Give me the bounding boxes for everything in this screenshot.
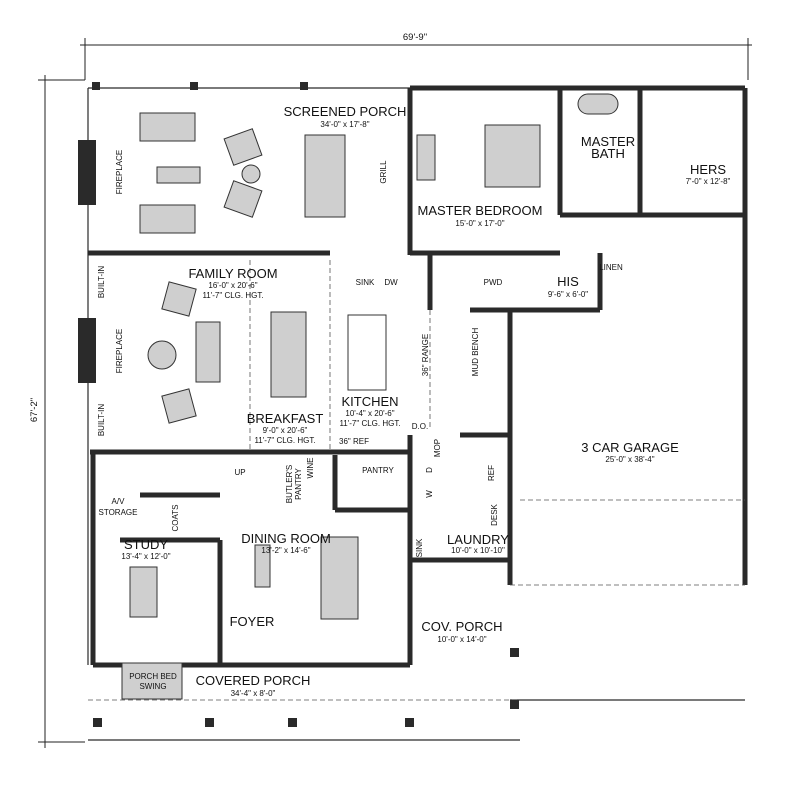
armchair — [161, 281, 197, 317]
range-label: 36" RANGE — [421, 334, 430, 376]
family-room-label: FAMILY ROOM — [188, 266, 277, 281]
laundry-ref-label: REF — [487, 465, 496, 481]
side-table — [241, 164, 261, 184]
dining-room-label: DINING ROOM — [241, 531, 331, 546]
study-desk — [129, 566, 158, 618]
pantry-label: PANTRY — [362, 466, 394, 475]
fireplace-label: FIREPLACE — [115, 150, 124, 194]
covered-porch-size: 34'-4" x 8'-0" — [231, 689, 276, 698]
fireplace-label-2: FIREPLACE — [115, 329, 124, 373]
family-room-ceiling: 11'-7" CLG. HGT. — [202, 291, 263, 300]
sofa — [139, 204, 196, 234]
dryer-label: D — [425, 467, 434, 473]
av-label: A/V — [112, 497, 126, 506]
mop-label: MOP — [433, 439, 442, 457]
linen-label: LINEN — [599, 263, 623, 272]
laundry-sink-label: SINK — [415, 538, 424, 557]
covered-porch-label: COVERED PORCH — [196, 673, 311, 688]
dining-table — [320, 536, 359, 620]
master-bedroom-size: 15'-0" x 17'-0" — [455, 219, 504, 228]
fireplace-screened-porch — [78, 140, 96, 205]
stairs-up-label: UP — [234, 468, 245, 477]
breakfast-ceiling: 11'-7" CLG. HGT. — [254, 436, 315, 445]
porch-bed-label: PORCH BED — [129, 672, 177, 681]
swing-label: SWING — [139, 682, 166, 691]
dining-table-porch — [304, 134, 346, 218]
round-table — [147, 340, 177, 370]
walls — [78, 82, 748, 741]
his-label: HIS — [557, 274, 579, 289]
armchair — [223, 128, 263, 166]
his-size: 9'-6" x 6'-0" — [548, 290, 588, 299]
desk-label: DESK — [490, 503, 499, 525]
study-size: 13'-4" x 12'-0" — [121, 552, 170, 561]
dw-label: DW — [384, 278, 398, 287]
porch-bed-swing — [121, 662, 183, 700]
built-in-label-2: BUILT-IN — [97, 404, 106, 437]
butlers-pantry-label: BUTLER'S — [285, 465, 294, 503]
grill-label: GRILL — [379, 160, 388, 184]
cov-porch-label: COV. PORCH — [421, 619, 502, 634]
cov-porch-size: 10'-0" x 14'-0" — [437, 635, 486, 644]
breakfast-label: BREAKFAST — [247, 411, 324, 426]
kitchen-ceiling: 11'-7" CLG. HGT. — [339, 419, 400, 428]
master-bath-label: MASTER — [581, 134, 635, 149]
study-label: STUDY — [124, 537, 168, 552]
fixture-labels: FIREPLACE FIREPLACE BUILT-IN BUILT-IN GR… — [97, 150, 623, 691]
butlers-pantry-label-2: PANTRY — [294, 467, 303, 499]
breakfast-size: 9'-0" x 20'-6" — [263, 426, 308, 435]
pwd-label: PWD — [484, 278, 503, 287]
furniture — [121, 93, 619, 700]
sink-label: SINK — [356, 278, 375, 287]
armchair — [223, 180, 263, 218]
wine-label: WINE — [306, 458, 315, 479]
kitchen-label: KITCHEN — [341, 394, 398, 409]
kitchen-island — [347, 314, 387, 391]
garage-size: 25'-0" x 38'-4" — [605, 455, 654, 464]
kitchen-size: 10'-4" x 20'-6" — [345, 409, 394, 418]
coffee-table — [156, 166, 201, 184]
grill — [416, 134, 436, 181]
master-bedroom-label: MASTER BEDROOM — [418, 203, 543, 218]
screened-porch-size: 34'-0" x 17'-8" — [320, 120, 369, 129]
armchair — [161, 388, 197, 424]
dining-room-size: 13'-2" x 14'-6" — [261, 546, 310, 555]
washer-label: W — [425, 490, 434, 498]
dimension-lines: 69'-9" 67'-2" — [29, 32, 752, 748]
bathtub — [577, 93, 619, 115]
storage-label: STORAGE — [99, 508, 138, 517]
built-in-label: BUILT-IN — [97, 266, 106, 299]
depth-dimension: 67'-2" — [29, 398, 40, 422]
console — [254, 544, 271, 588]
hers-size: 7'-0" x 12'-8" — [686, 177, 731, 186]
bed — [484, 124, 541, 188]
coats-label: COATS — [171, 505, 180, 532]
master-bath-label-2: BATH — [591, 146, 625, 161]
family-room-size: 16'-0" x 20'-6" — [208, 281, 257, 290]
hers-label: HERS — [690, 162, 726, 177]
do-label: D.O. — [412, 422, 428, 431]
breakfast-table — [270, 311, 307, 398]
laundry-size: 10'-0" x 10'-10" — [451, 546, 505, 555]
width-dimension: 69'-9" — [403, 32, 427, 43]
fireplace-family-room — [78, 318, 96, 383]
mud-bench-label: MUD BENCH — [471, 328, 480, 377]
screened-porch-label: SCREENED PORCH — [284, 104, 407, 119]
room-labels: SCREENED PORCH 34'-0" x 17'-8" MASTER BE… — [121, 104, 730, 698]
foyer-label: FOYER — [230, 614, 275, 629]
sofa — [195, 321, 221, 383]
ref-label: 36" REF — [339, 437, 369, 446]
garage-label: 3 CAR GARAGE — [581, 440, 679, 455]
laundry-label: LAUNDRY — [447, 532, 509, 547]
sofa — [139, 112, 196, 142]
